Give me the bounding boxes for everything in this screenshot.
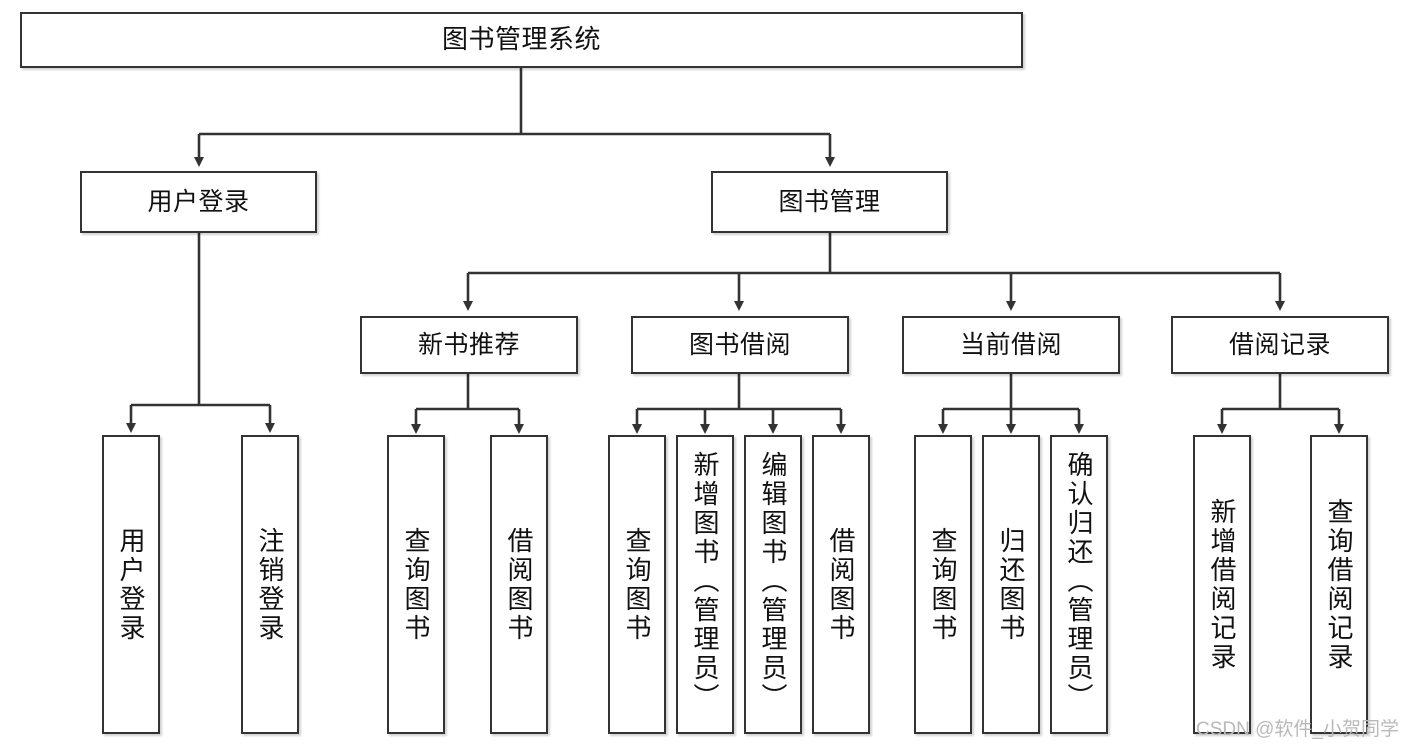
node-leaf-query-book-1[interactable]: 查询图书 [387,435,445,734]
node-leaf-query-record[interactable]: 查询借阅记录 [1310,435,1368,734]
node-root[interactable]: 图书管理系统 [20,12,1023,68]
node-current-borrow-label: 当前借阅 [959,330,1062,359]
node-leaf-user-logout-label: 注销登录 [255,526,285,643]
node-leaf-query-record-label: 查询借阅记录 [1324,497,1354,672]
node-leaf-edit-book-label: 编辑图书（管理员） [758,451,788,712]
node-new-book-rec[interactable]: 新书推荐 [360,316,578,374]
node-leaf-add-record-label: 新增借阅记录 [1207,497,1237,672]
node-leaf-borrow-book-1-label: 借阅图书 [504,526,534,643]
node-leaf-return-book[interactable]: 归还图书 [982,435,1040,734]
node-leaf-edit-book[interactable]: 编辑图书（管理员） [744,435,802,734]
node-leaf-confirm-return-label: 确认归还（管理员） [1064,451,1094,712]
node-leaf-add-record[interactable]: 新增借阅记录 [1193,435,1251,734]
node-leaf-confirm-return[interactable]: 确认归还（管理员） [1050,435,1108,734]
node-book-borrow[interactable]: 图书借阅 [631,316,849,374]
node-leaf-borrow-book-2[interactable]: 借阅图书 [812,435,870,734]
node-leaf-query-book-2-label: 查询图书 [622,526,652,643]
node-leaf-user-logout[interactable]: 注销登录 [241,435,299,734]
node-user-login-label: 用户登录 [147,187,250,216]
node-leaf-borrow-book-2-label: 借阅图书 [826,526,856,643]
node-leaf-query-book-2[interactable]: 查询图书 [608,435,666,734]
node-leaf-query-book-3[interactable]: 查询图书 [914,435,972,734]
node-borrow-record-label: 借阅记录 [1228,330,1331,359]
node-leaf-add-book-label: 新增图书（管理员） [690,451,720,712]
node-leaf-borrow-book-1[interactable]: 借阅图书 [490,435,548,734]
node-leaf-query-book-1-label: 查询图书 [401,526,431,643]
node-leaf-user-login[interactable]: 用户登录 [102,435,160,734]
node-leaf-user-login-label: 用户登录 [116,526,146,643]
node-book-manage[interactable]: 图书管理 [711,171,948,233]
node-current-borrow[interactable]: 当前借阅 [902,316,1120,374]
node-root-label: 图书管理系统 [441,24,601,55]
node-new-book-rec-label: 新书推荐 [417,330,520,359]
node-leaf-query-book-3-label: 查询图书 [928,526,958,643]
node-leaf-add-book[interactable]: 新增图书（管理员） [676,435,734,734]
node-book-manage-label: 图书管理 [778,187,881,216]
node-user-login[interactable]: 用户登录 [80,171,317,233]
node-book-borrow-label: 图书借阅 [688,330,791,359]
node-borrow-record[interactable]: 借阅记录 [1171,316,1389,374]
node-leaf-return-book-label: 归还图书 [996,526,1026,643]
